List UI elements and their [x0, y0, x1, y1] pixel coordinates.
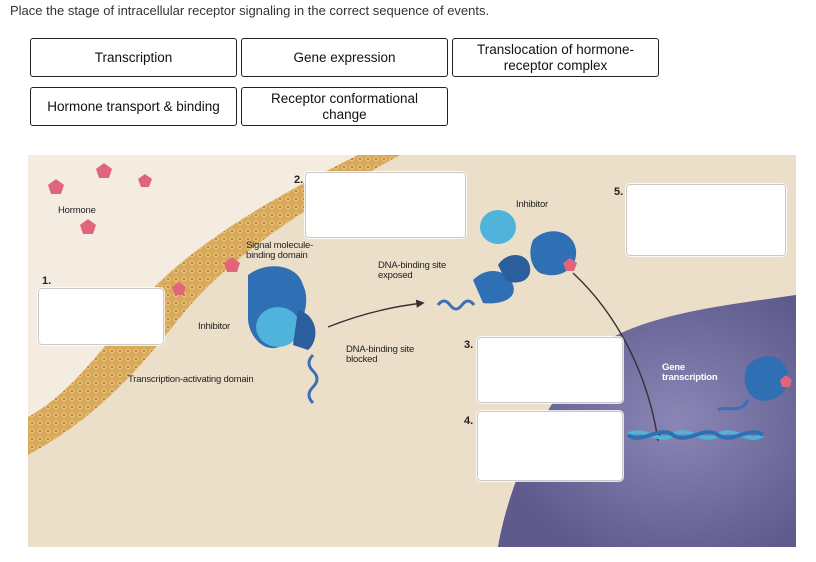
cell-membrane [28, 155, 400, 455]
drop-zone-2[interactable] [305, 172, 466, 238]
free-inhibitor [480, 210, 516, 244]
hormone-molecules [48, 163, 240, 295]
drop-zone-3[interactable] [477, 337, 623, 403]
drop-zone-1[interactable] [38, 288, 164, 345]
chip-translocation[interactable]: Translocation of hormone-receptor comple… [452, 38, 659, 77]
dna-helix [626, 430, 765, 440]
label-dna-exposed: DNA-binding site exposed [378, 260, 447, 281]
receptor-activated [530, 231, 577, 276]
chip-label: Hormone transport & binding [47, 98, 220, 114]
label-transcription-domain: Transcription-activating domain [128, 374, 254, 385]
receptor-nuclear [717, 356, 792, 412]
nucleus [498, 295, 796, 547]
label-dna-blocked: DNA-binding site blocked [346, 344, 415, 365]
chip-gene-expression[interactable]: Gene expression [241, 38, 448, 77]
chip-label: Gene expression [293, 49, 396, 65]
drop-zone-5[interactable] [626, 184, 786, 256]
chip-label: Translocation of hormone-receptor comple… [476, 41, 635, 73]
signaling-illustration: 1. 2. 3. 4. 5. Hormone Signal molecule-b… [28, 155, 796, 547]
extracellular-space [28, 155, 358, 417]
drop-zone-4[interactable] [477, 411, 623, 481]
conformation-arrow [327, 299, 425, 328]
label-signal-domain: Signal molecule-binding domain [246, 240, 314, 261]
receptor-exposed [436, 255, 531, 311]
slot-number-2: 2. [294, 174, 304, 186]
receptor-complex-blocked [248, 266, 319, 405]
chip-hormone-transport[interactable]: Hormone transport & binding [30, 87, 237, 126]
slot-number-5: 5. [614, 186, 624, 198]
chip-label: Receptor conformational change [270, 90, 419, 122]
label-inhibitor-left: Inhibitor [198, 321, 230, 332]
label-hormone: Hormone [58, 205, 96, 216]
label-inhibitor-right: Inhibitor [516, 199, 548, 210]
chip-label: Transcription [94, 49, 173, 65]
chip-receptor-change[interactable]: Receptor conformational change [241, 87, 448, 126]
chip-transcription[interactable]: Transcription [30, 38, 237, 77]
label-gene-transcription: Gene transcription [662, 362, 718, 383]
instruction-text: Place the stage of intracellular recepto… [10, 3, 490, 18]
slot-number-4: 4. [464, 415, 474, 427]
slot-number-3: 3. [464, 339, 474, 351]
translocation-arrow [572, 272, 662, 442]
slot-number-1: 1. [42, 275, 52, 287]
